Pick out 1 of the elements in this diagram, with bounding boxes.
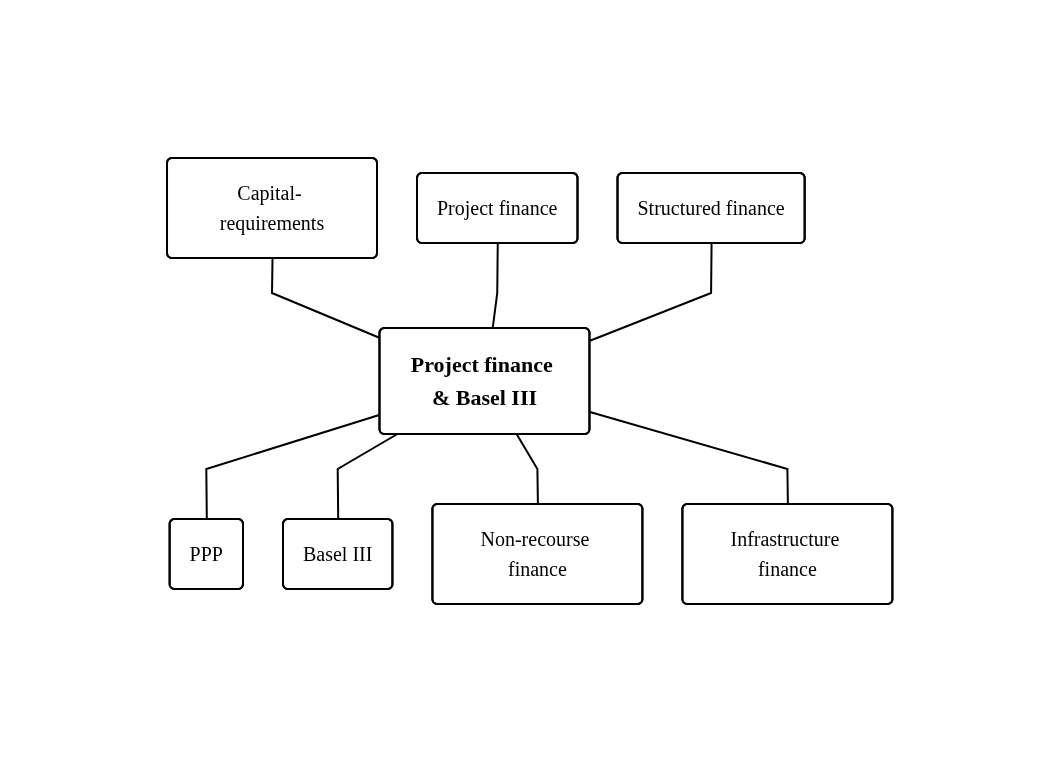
node-text: Capital- requirements [219, 182, 325, 234]
